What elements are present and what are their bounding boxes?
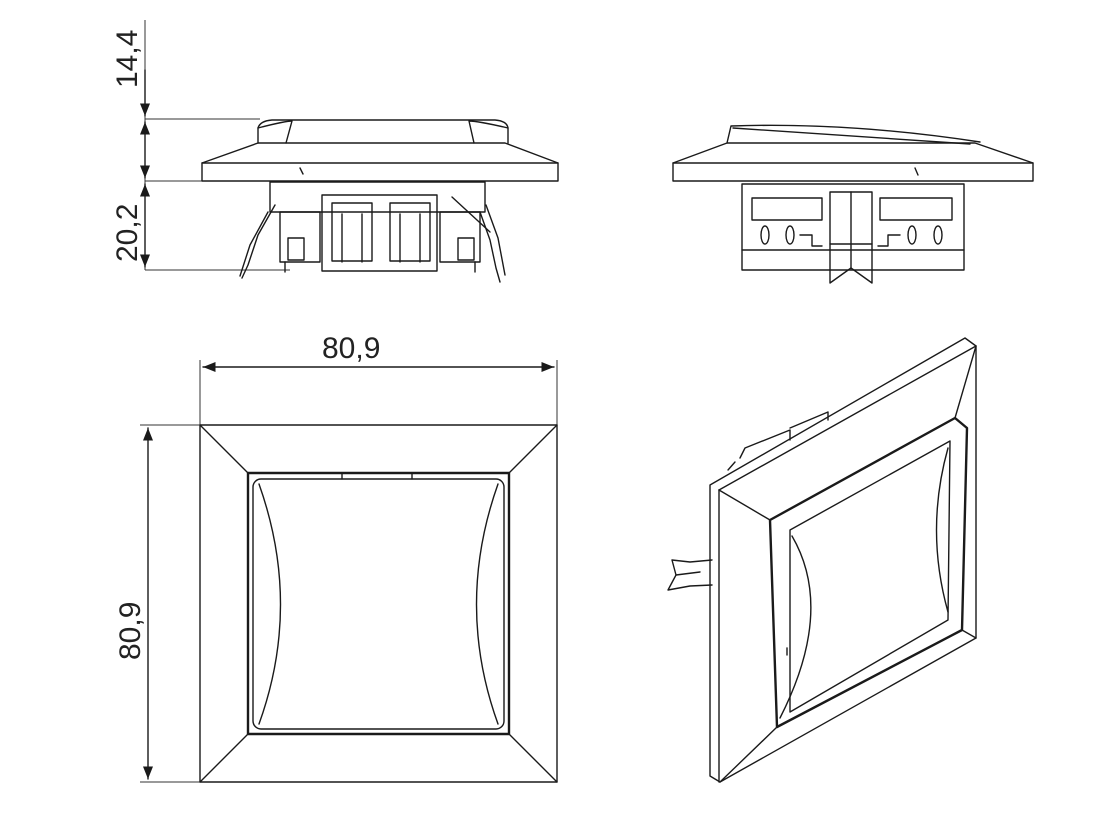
- front-view: 80,9 80,9: [114, 332, 558, 783]
- dimension-label-width: 80,9: [322, 332, 380, 365]
- rocker-switch: [252, 478, 505, 730]
- side-view: 14,4 20,2: [111, 20, 559, 283]
- dimension-label-mount-depth: 20,2: [111, 204, 144, 262]
- dimension-label-height: 80,9: [114, 602, 147, 660]
- frame-outline: [199, 424, 558, 783]
- isometric-view: [667, 337, 977, 783]
- frame-inner-edge: [246, 471, 511, 736]
- edge-view: [672, 124, 1034, 284]
- dimension-label-protrusion: 14,4: [111, 30, 144, 88]
